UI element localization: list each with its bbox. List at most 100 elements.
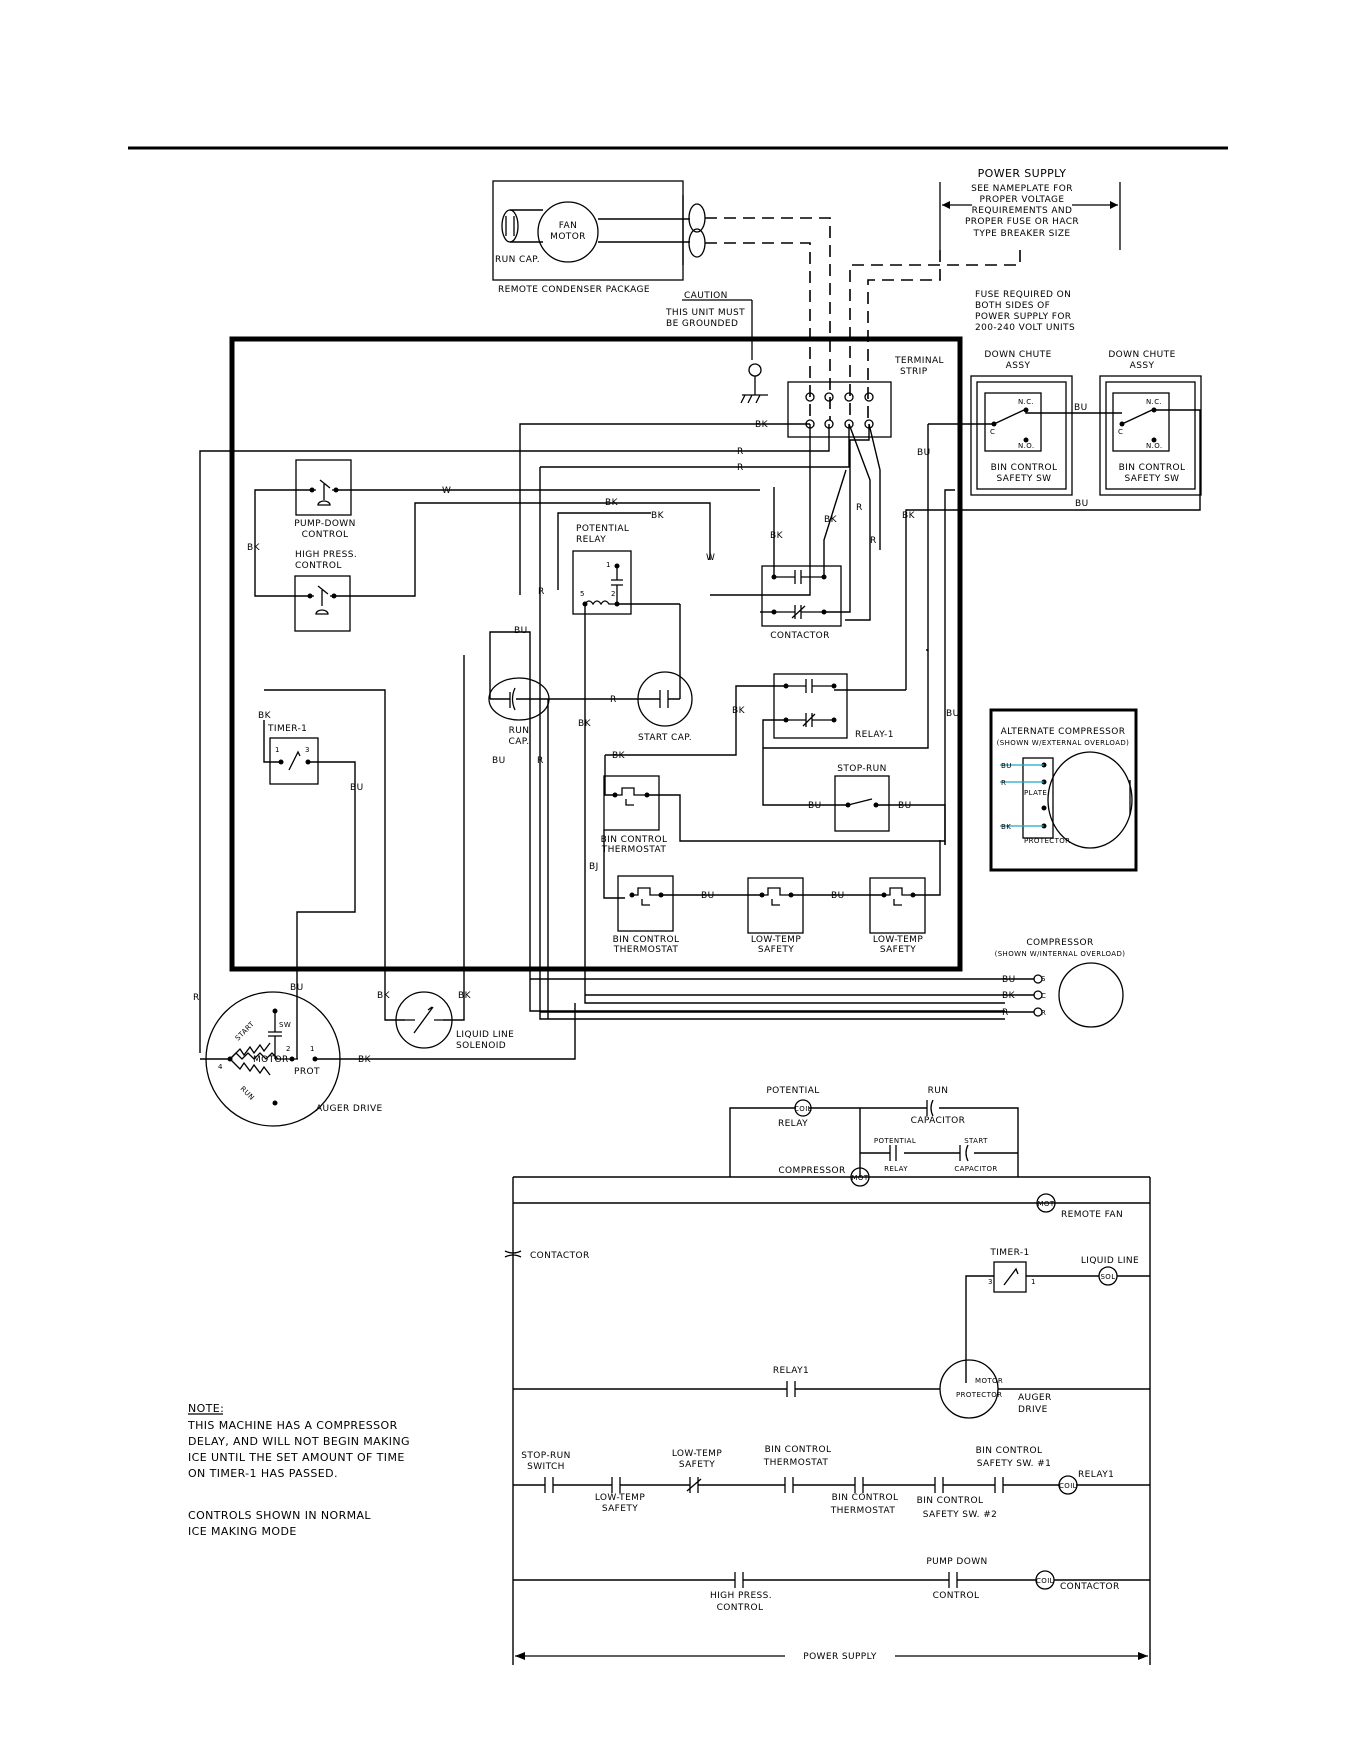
no-label: N.O. (1146, 442, 1163, 450)
coil-label: COIL (794, 1105, 812, 1113)
wire-label-bu: BU (350, 783, 364, 793)
note-line: ON TIMER-1 HAS PASSED. (188, 1467, 338, 1480)
wire-label-r: R (193, 993, 200, 1003)
coil-label: COIL (1036, 1577, 1054, 1585)
run-capacitor: RUN CAP. (488, 677, 550, 747)
relay-1-label: RELAY-1 (855, 730, 894, 740)
alt-compressor-label: ALTERNATE COMPRESSOR (1001, 727, 1126, 737)
run-capacitor-label: RUN (928, 1086, 949, 1096)
stop-run-label: STOP-RUN (521, 1451, 571, 1461)
protector-label: PROTECTOR (1024, 837, 1070, 845)
down-chute-label: ASSY (1006, 361, 1031, 371)
ladder-relay1-label: RELAY1 (773, 1366, 809, 1376)
fuse-note-line: POWER SUPPLY FOR (975, 312, 1071, 322)
no-label: N.O. (1018, 442, 1035, 450)
high-press-control: HIGH PRESS. CONTROL (294, 550, 357, 632)
pin-label: 1 (606, 561, 611, 569)
wire-label-bu: BU (898, 801, 912, 811)
pin-label: 4 (218, 1063, 223, 1071)
prot-label: PROT (294, 1067, 320, 1077)
fan-motor-label-2: MOTOR (550, 232, 586, 242)
wire-label-bk: BK (1002, 991, 1016, 1001)
relay1-coil-label: RELAY1 (1078, 1470, 1114, 1480)
low-temp-label: SAFETY (758, 945, 794, 955)
wire-label-bu: BU (514, 626, 528, 636)
control-box-border (229, 336, 963, 972)
potential-relay-contact-label: RELAY (884, 1165, 908, 1173)
wire-label-bk: BK (755, 420, 769, 430)
low-temp-safety-2: LOW-TEMP SAFETY (869, 877, 926, 955)
low-temp-safety-1: LOW-TEMP SAFETY (747, 877, 804, 955)
down-chute-label: DOWN CHUTE (984, 350, 1051, 360)
power-supply-line: REQUIREMENTS AND (972, 206, 1073, 216)
note-mode-line: CONTROLS SHOWN IN NORMAL (188, 1509, 371, 1522)
liquid-line-solenoid-label: LIQUID LINE (456, 1030, 514, 1040)
bin-safety-label: BIN CONTROL (976, 1446, 1043, 1456)
term-s: S (1041, 975, 1046, 983)
wire-label-bu: BU (492, 756, 506, 766)
wire-label-w: W (706, 553, 715, 563)
down-chute-label: ASSY (1130, 361, 1155, 371)
bin-thermostat-label: THERMOSTAT (601, 845, 667, 855)
compressor-label: COMPRESSOR (1026, 938, 1093, 948)
wire-label-bk: BK (605, 498, 619, 508)
low-temp-label: LOW-TEMP (672, 1449, 722, 1459)
bin-thermostat-label: THERMOSTAT (763, 1458, 829, 1468)
note-line: DELAY, AND WILL NOT BEGIN MAKING (188, 1435, 410, 1448)
remote-fan-label: REMOTE FAN (1061, 1210, 1123, 1220)
wire-label-bu: BU (290, 983, 304, 993)
wire-label-bk: BK (1001, 823, 1011, 831)
caution-line: BE GROUNDED (666, 319, 738, 329)
wire-label-r: R (1002, 1008, 1009, 1018)
pin-label: 1 (310, 1045, 315, 1053)
bin-control-thermostat-lower: BIN CONTROL THERMOSTAT (613, 875, 679, 955)
stop-run-label: SWITCH (527, 1462, 565, 1472)
pin-label: 3 (988, 1278, 993, 1286)
start-capacitor-label: START (964, 1137, 988, 1145)
bin-control-safety-sw-2: DOWN CHUTE ASSY N.C. N.O. C BIN CONTROL … (1099, 350, 1202, 496)
wire-label-w: W (442, 486, 451, 496)
run-cap-label: CAP. (509, 737, 530, 747)
wire-label-bu: BU (1075, 499, 1089, 509)
note-line: THIS MACHINE HAS A COMPRESSOR (187, 1419, 398, 1432)
pump-down-label: CONTROL (302, 530, 349, 540)
mot-label: MOT (851, 1174, 868, 1182)
condenser-run-cap (501, 209, 519, 243)
power-supply-title: POWER SUPPLY (978, 167, 1067, 180)
ladder-contactor-label: CONTACTOR (530, 1251, 590, 1261)
bin-control-safety-sw-1: DOWN CHUTE ASSY N.C. N.O. C BIN CONTROL … (970, 350, 1073, 496)
note-block: NOTE: THIS MACHINE HAS A COMPRESSOR DELA… (187, 1402, 410, 1538)
low-temp-label: SAFETY (602, 1504, 638, 1514)
remote-condenser-label: REMOTE CONDENSER PACKAGE (498, 285, 650, 295)
fuse-note-line: 200-240 VOLT UNITS (975, 323, 1075, 333)
sw-label: SW (279, 1021, 291, 1029)
alternate-compressor: ALTERNATE COMPRESSOR (SHOWN W/EXTERNAL O… (989, 708, 1138, 872)
wire-label-bj: BJ (589, 862, 599, 872)
pin-label: 2 (286, 1045, 291, 1053)
wire-label-bu: BU (1074, 403, 1088, 413)
wire-label-bk: BK (458, 991, 472, 1001)
wire-label-bk: BK (824, 515, 838, 525)
down-chute-label: DOWN CHUTE (1108, 350, 1175, 360)
wire-label-bu: BU (1002, 975, 1016, 985)
run-label: RUN (239, 1085, 256, 1102)
ladder-potential-relay-label: RELAY (778, 1119, 808, 1129)
ladder-power-supply-label: POWER SUPPLY (803, 1652, 877, 1662)
bin-safety-label: BIN CONTROL (917, 1496, 984, 1506)
wire-label-bk: BK (258, 711, 272, 721)
bin-safety-label: SAFETY SW. #1 (977, 1459, 1052, 1469)
wire-label-bk: BK (578, 719, 592, 729)
contactor-coil-label: CONTACTOR (1060, 1582, 1120, 1592)
wire-label-bk: BK (612, 751, 626, 761)
potential-relay: POTENTIAL RELAY 1 5 2 (572, 524, 632, 615)
alt-compressor-sub-label: (SHOWN W/EXTERNAL OVERLOAD) (997, 739, 1130, 747)
bin-thermostat-label: THERMOSTAT (830, 1506, 896, 1516)
stop-run-switch: STOP-RUN (834, 764, 890, 832)
wire-label-r: R (737, 447, 744, 457)
wire-label-bu: BU (808, 801, 822, 811)
bin-safety-sw-label: BIN CONTROL (1119, 463, 1186, 473)
fuse-note-line: BOTH SIDES OF (975, 301, 1050, 311)
term-r: R (1041, 1009, 1046, 1017)
fan-motor-label: FAN (559, 221, 577, 231)
pin-label: 3 (305, 746, 310, 754)
